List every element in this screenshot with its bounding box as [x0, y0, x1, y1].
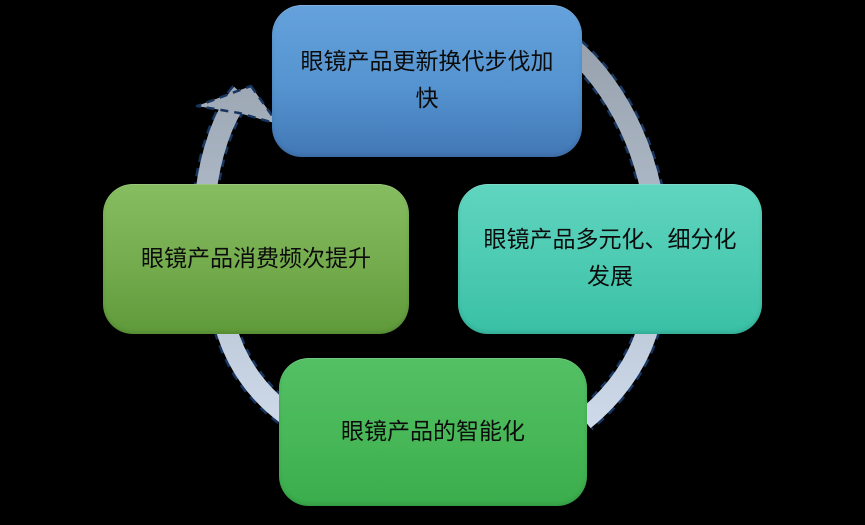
- node-label: 眼镜产品更新换代步伐加 快: [300, 49, 554, 112]
- node-label: 眼镜产品的智能化: [341, 418, 525, 445]
- node-product-update-pace: 眼镜产品更新换代步伐加 快: [272, 5, 582, 157]
- cycle-arc-top-to-right: [565, 40, 664, 193]
- cycle-arc-right-to-bottom: [575, 324, 661, 431]
- node-product-intelligence: 眼镜产品的智能化: [279, 358, 587, 506]
- node-product-diversification: 眼镜产品多元化、细分化 发展: [458, 184, 762, 334]
- cycle-arrow-head-icon: [195, 84, 280, 126]
- cycle-arc-bottom-to-left: [213, 324, 294, 425]
- node-label: 眼镜产品消费频次提升: [141, 245, 371, 272]
- node-consumption-frequency: 眼镜产品消费频次提升: [103, 184, 409, 334]
- node-label: 眼镜产品多元化、细分化 发展: [483, 227, 737, 290]
